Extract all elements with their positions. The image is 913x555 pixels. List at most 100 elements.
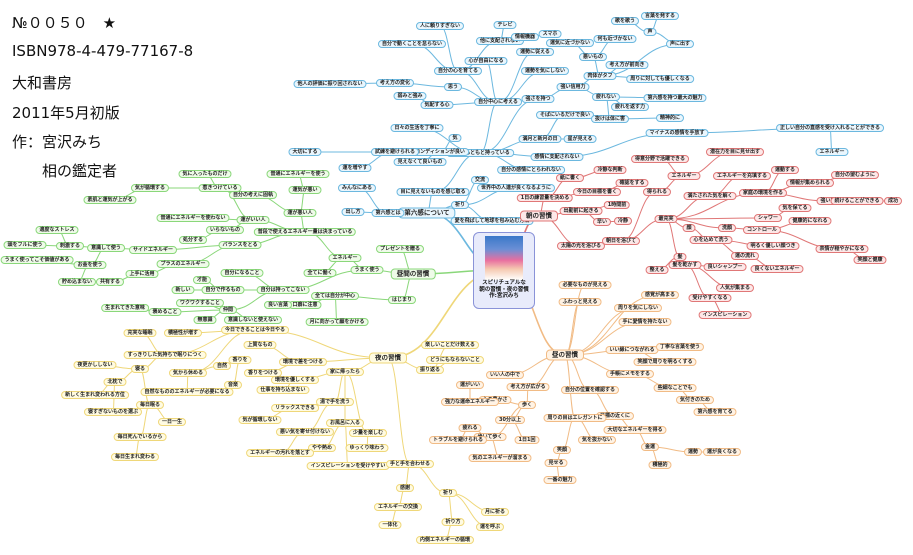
mindmap-node[interactable]: 朝日を浴びて — [601, 237, 641, 245]
mindmap-node[interactable]: プレゼントを贈る — [375, 245, 425, 253]
mindmap-node[interactable]: 毎日死んでいるから — [113, 433, 167, 441]
mindmap-node[interactable]: 家に帰ったら — [325, 368, 365, 376]
mindmap-node[interactable]: 祈り方 — [441, 518, 465, 526]
mindmap-node[interactable]: 声に出す — [665, 40, 695, 48]
mindmap-node[interactable]: 全てに働く — [303, 269, 337, 277]
mindmap-node[interactable]: 周りの目はエレガントに — [543, 414, 607, 422]
mindmap-node[interactable]: 人に頼りすぎない — [415, 22, 465, 30]
mindmap-node[interactable]: 大切にする — [288, 148, 322, 156]
mindmap-node[interactable]: 髪を乾かす — [668, 261, 702, 269]
mindmap-node[interactable]: 一体化 — [378, 521, 402, 529]
mindmap-node[interactable]: 運気が悪い — [288, 186, 322, 194]
mindmap-node[interactable]: 強力な運命エネルギー — [440, 398, 500, 406]
mindmap-node[interactable]: 祈り — [450, 201, 470, 209]
branch-root-node[interactable]: 第六感について — [398, 207, 456, 219]
mindmap-node[interactable]: 潜在力を目に見せ出す — [705, 148, 765, 156]
mindmap-node[interactable]: 自分の位置を確認する — [560, 386, 620, 394]
mindmap-node[interactable]: 新しく生まれ変われる方位 — [61, 391, 129, 399]
mindmap-node[interactable]: 太陽の光を浴びる — [556, 242, 606, 250]
mindmap-node[interactable]: 楽しいことだけ数える — [421, 341, 479, 349]
mindmap-node[interactable]: 香りをつける — [243, 369, 283, 377]
mindmap-node[interactable]: 丁寧な言葉を使う — [655, 343, 705, 351]
mindmap-node[interactable]: 湯で手を洗う — [315, 398, 355, 406]
mindmap-node[interactable]: 心が自由になる — [464, 57, 508, 65]
mindmap-node[interactable]: みんなにある — [337, 184, 377, 192]
mindmap-node[interactable]: 運の流れ — [730, 252, 760, 260]
mindmap-node[interactable]: 続けることができる — [830, 197, 884, 205]
mindmap-node[interactable]: 受けやすくなる — [688, 294, 732, 302]
mindmap-node[interactable]: 自分の望むように — [830, 171, 880, 179]
mindmap-node[interactable]: 星が見える — [563, 135, 597, 143]
mindmap-node[interactable]: 運がいい人 — [236, 216, 270, 224]
mindmap-node[interactable]: 積極的 — [648, 461, 672, 469]
mindmap-node[interactable]: 得られる — [642, 188, 672, 196]
mindmap-node[interactable]: 気から休める — [168, 369, 208, 377]
mindmap-node[interactable]: 感情に支配されない — [530, 153, 584, 161]
mindmap-node[interactable]: トラブルを避けられる — [428, 436, 488, 444]
mindmap-node[interactable]: 考え方の変化 — [375, 79, 415, 87]
mindmap-node[interactable]: 生まれてきた意味 — [101, 304, 149, 312]
mindmap-node[interactable]: はじまり — [387, 296, 417, 304]
mindmap-node[interactable]: 些細なことでも — [653, 384, 697, 392]
mindmap-node[interactable]: 感覚が高まる — [640, 291, 680, 299]
mindmap-node[interactable]: インスピレーションを受けやすい — [306, 462, 390, 470]
mindmap-node[interactable]: テレビ — [493, 21, 517, 29]
mindmap-node[interactable]: ゆっくり味わう — [345, 444, 389, 452]
mindmap-node[interactable]: エネルギーの交換 — [373, 503, 423, 511]
mindmap-node[interactable]: うまく使ってこそ価値がある — [0, 256, 74, 264]
mindmap-node[interactable]: 才能 — [192, 276, 212, 284]
mindmap-node[interactable]: 表情が穏やかになる — [815, 245, 869, 253]
mindmap-node[interactable]: 頭をフルに使う — [3, 241, 47, 249]
mindmap-node[interactable]: 褒めること — [148, 308, 182, 316]
mindmap-node[interactable]: 内側エネルギーの循環 — [415, 536, 475, 544]
mindmap-node[interactable]: 金運 — [640, 443, 660, 451]
mindmap-node[interactable]: 1時間前 — [603, 201, 631, 209]
mindmap-node[interactable]: 顔 — [682, 224, 696, 232]
mindmap-node[interactable]: 第六感を育てる — [693, 408, 737, 416]
mindmap-node[interactable]: 洗顔 — [717, 224, 737, 232]
mindmap-node[interactable]: 手に愛情を持たない — [618, 318, 672, 326]
mindmap-node[interactable]: 適度なストレス — [35, 226, 79, 234]
mindmap-node[interactable]: 早い — [592, 218, 612, 226]
branch-root-node[interactable]: 昼間の習慣 — [390, 268, 436, 280]
mindmap-node[interactable]: 笑顔と健康 — [853, 256, 887, 264]
mindmap-node[interactable]: いい縁につながれる — [605, 346, 659, 354]
mindmap-node[interactable]: 歩く — [517, 401, 537, 409]
mindmap-node[interactable]: 積極性が増す — [163, 329, 203, 337]
mindmap-node[interactable]: 正しい自分の直感を受け入れることができる — [776, 124, 884, 132]
mindmap-node[interactable]: 第六感を持つ最大の魅力 — [643, 94, 707, 102]
mindmap-node[interactable]: やや熱め — [307, 444, 337, 452]
mindmap-node[interactable]: 運を呼ぶ — [475, 523, 505, 531]
mindmap-node[interactable]: 気 — [448, 134, 462, 142]
mindmap-node[interactable]: 髪 — [673, 253, 687, 261]
mindmap-node[interactable]: 気配する心 — [420, 101, 454, 109]
mindmap-node[interactable]: 成功 — [883, 197, 903, 205]
mindmap-node[interactable]: 強さを持つ — [521, 95, 555, 103]
mindmap-node[interactable]: 他に支配されない — [475, 37, 525, 45]
central-topic[interactable]: スピリチュアルな 朝の習慣・夜の習慣 作:宮沢みち — [473, 232, 535, 309]
mindmap-node[interactable]: 気に入ったものだけ — [178, 170, 232, 178]
mindmap-node[interactable]: コンディションが良い — [411, 148, 469, 156]
mindmap-node[interactable]: コントロール — [742, 226, 782, 234]
mindmap-node[interactable]: 自然なもののエネルギーが必要になる — [140, 388, 234, 396]
mindmap-node[interactable]: 自分の考えに固執 — [228, 191, 278, 199]
mindmap-node[interactable]: 月に祈る — [480, 508, 510, 516]
mindmap-node[interactable]: 気が循環しない — [238, 416, 282, 424]
mindmap-node[interactable]: 良くないエネルギー — [750, 265, 804, 273]
mindmap-node[interactable]: 素肌と運気が上がる — [83, 196, 137, 204]
mindmap-node[interactable]: 最充実 — [654, 215, 678, 223]
mindmap-node[interactable]: お風呂に入る — [325, 419, 365, 427]
mindmap-node[interactable]: 普通にエネルギーを使う — [266, 170, 330, 178]
mindmap-node[interactable]: 強い信用力 — [556, 83, 590, 91]
mindmap-node[interactable]: 紙に書く — [555, 174, 585, 182]
mindmap-node[interactable]: 感謝 — [395, 484, 415, 492]
mindmap-node[interactable]: うまく使う — [350, 266, 384, 274]
mindmap-node[interactable]: 健康的になれる — [788, 217, 832, 225]
mindmap-node[interactable]: 普段で使えるエネルギー量は決まっている — [253, 228, 357, 236]
mindmap-node[interactable]: 振り返る — [415, 366, 445, 374]
mindmap-node[interactable]: 良い言葉 — [263, 301, 293, 309]
mindmap-node[interactable]: 気を保てる — [778, 204, 812, 212]
mindmap-node[interactable]: 自分で動くことを怠らない — [377, 40, 447, 48]
mindmap-node[interactable]: 肉体がタフ — [583, 72, 617, 80]
mindmap-node[interactable]: 口癖に注意 — [288, 301, 322, 309]
